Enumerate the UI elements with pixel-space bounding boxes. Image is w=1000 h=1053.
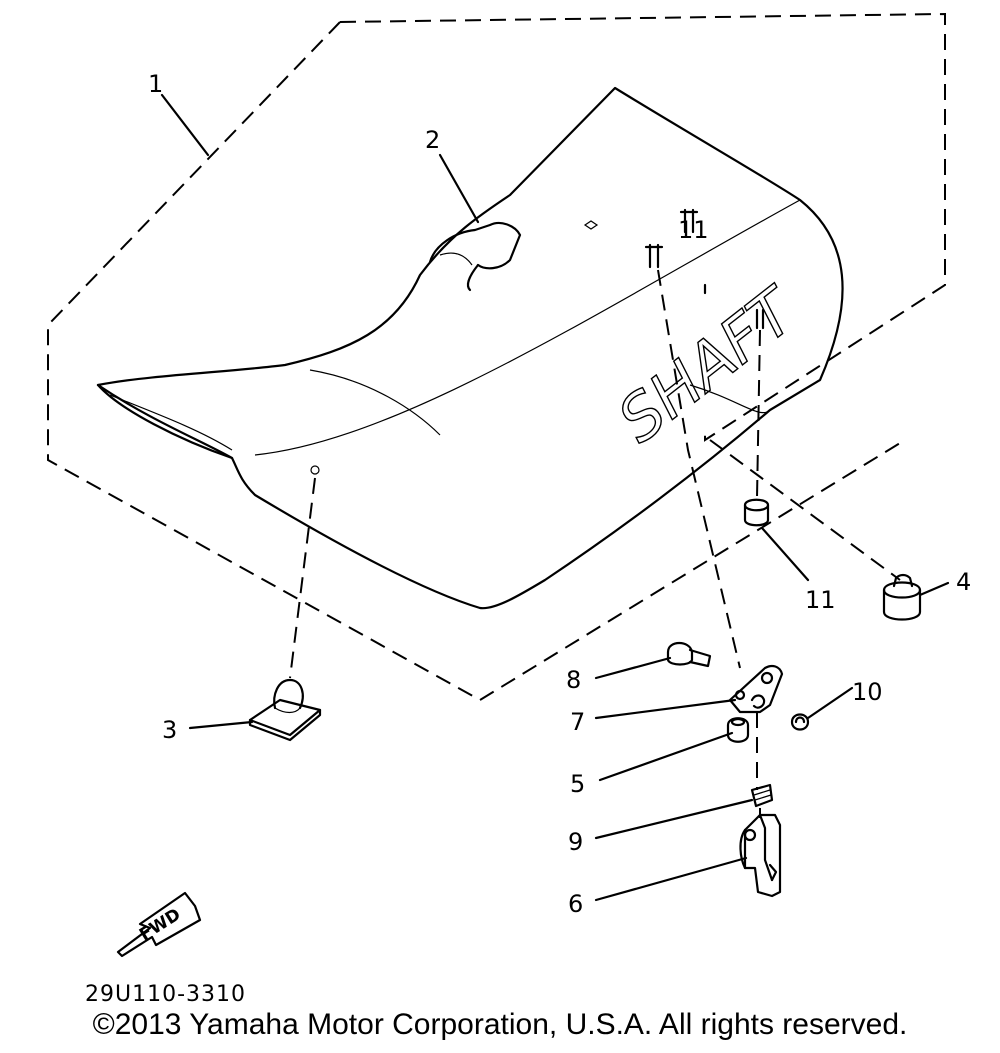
part-3-clip-nut bbox=[248, 678, 322, 742]
part-8-bolt bbox=[666, 641, 712, 668]
seat-assembly-boundary bbox=[47, 12, 946, 702]
copyright-notice: ©2013 Yamaha Motor Corporation, U.S.A. A… bbox=[92, 1008, 908, 1041]
seat-text: SHAFT bbox=[604, 272, 811, 456]
part-4-damper bbox=[882, 573, 922, 621]
part-6-seat-lock bbox=[739, 813, 782, 898]
assembly-lines bbox=[289, 269, 901, 818]
callout-7: 7 bbox=[570, 708, 585, 736]
seat bbox=[96, 86, 844, 610]
part-9-spring bbox=[750, 783, 774, 808]
callout-5: 5 bbox=[570, 770, 585, 798]
callout-10: 10 bbox=[852, 678, 883, 706]
callout-2: 2 bbox=[425, 126, 440, 154]
callout-11-b: 11 bbox=[678, 216, 709, 244]
callout-1: 1 bbox=[148, 70, 163, 98]
part-7-bracket bbox=[728, 664, 784, 714]
callout-6: 6 bbox=[568, 890, 583, 918]
callout-11-a: 11 bbox=[805, 586, 836, 614]
callout-8: 8 bbox=[566, 666, 581, 694]
callout-labels: 1 2 3 4 5 6 7 8 9 10 11 11 bbox=[148, 70, 971, 918]
callout-3: 3 bbox=[162, 716, 177, 744]
leader-lines bbox=[160, 93, 950, 902]
part-10-clip bbox=[790, 713, 810, 731]
part-5-grommet bbox=[726, 717, 750, 743]
part-11-collar bbox=[743, 498, 770, 527]
callout-4: 4 bbox=[956, 568, 971, 596]
fwd-arrow: FWD bbox=[116, 891, 202, 958]
callout-9: 9 bbox=[568, 828, 583, 856]
drawing-code: 29U110-3310 bbox=[85, 982, 247, 1007]
